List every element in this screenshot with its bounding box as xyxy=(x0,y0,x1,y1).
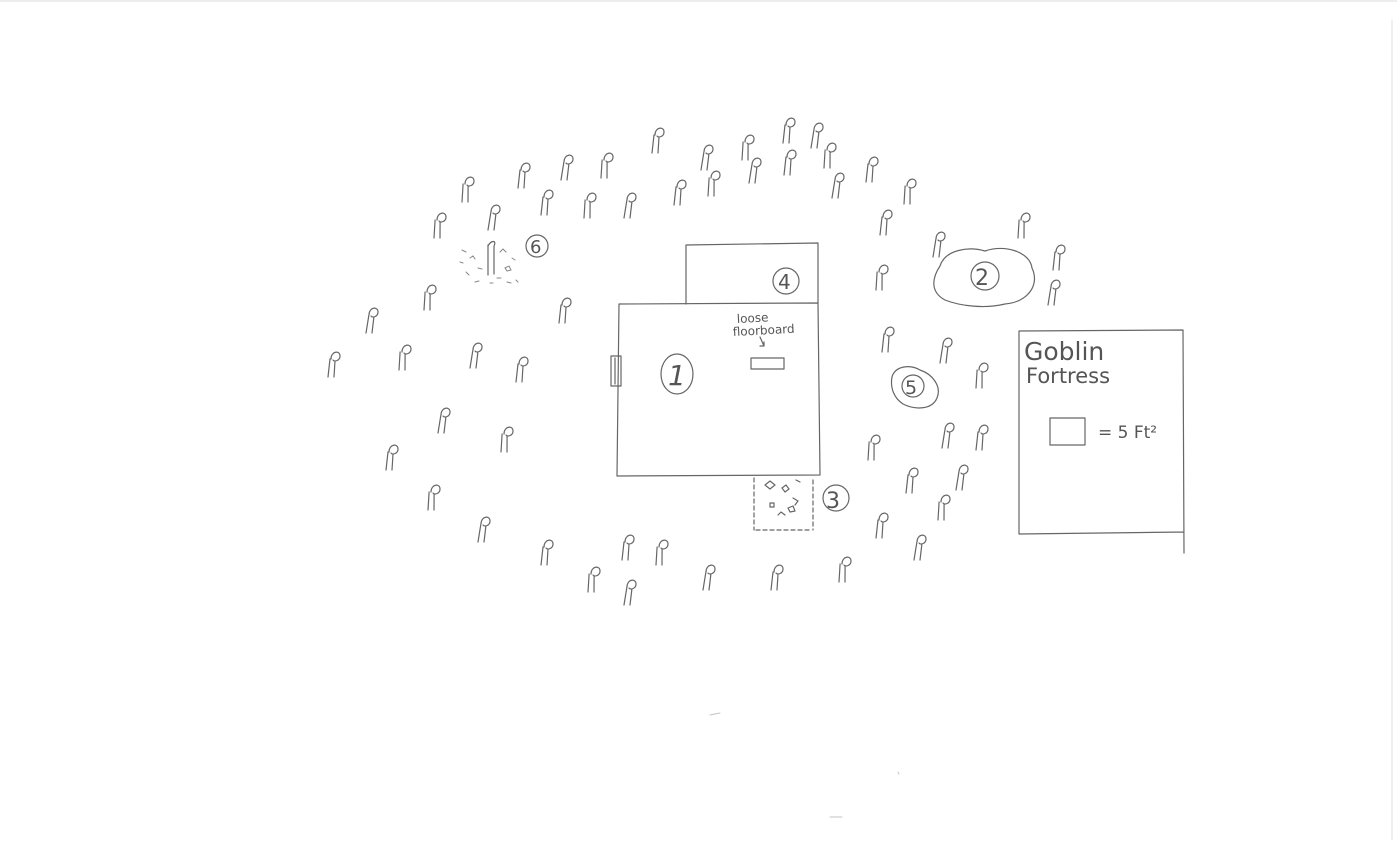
tree-icon xyxy=(433,212,447,239)
tree-icon xyxy=(783,149,797,176)
door-icon xyxy=(610,355,622,387)
tree-icon xyxy=(875,264,889,291)
tree-icon xyxy=(702,564,716,591)
tree-icon xyxy=(1052,244,1066,271)
location-1-number: 1 xyxy=(668,359,686,392)
tree-icon xyxy=(865,156,879,183)
tree-icon xyxy=(673,179,687,206)
location-2-pond: 2 xyxy=(933,247,1035,308)
tree-icon xyxy=(437,407,451,434)
tree-icon xyxy=(517,162,531,189)
tree-icon xyxy=(741,134,755,161)
location-3-rubble: 3 xyxy=(753,477,850,531)
tree-icon xyxy=(875,512,889,539)
tree-icon xyxy=(477,516,491,543)
tree-icon xyxy=(905,467,919,494)
tree-icon xyxy=(600,152,614,179)
location-4-annex: 4 xyxy=(685,242,819,305)
scale-label: = 5 Ft² xyxy=(1098,423,1157,443)
tree-icon xyxy=(770,564,784,591)
map-legend: Goblin Fortress = 5 Ft² xyxy=(1018,329,1185,554)
tree-icon xyxy=(469,342,483,369)
tree-icon xyxy=(707,170,721,197)
tree-icon xyxy=(515,356,529,383)
tree-icon xyxy=(903,178,917,205)
location-5-rock: 5 xyxy=(890,366,939,409)
tree-icon xyxy=(587,566,601,593)
tree-icon xyxy=(932,231,946,258)
tree-icon xyxy=(700,144,714,171)
tree-icon xyxy=(560,154,574,181)
tree-icon xyxy=(427,484,441,511)
location-2-number: 2 xyxy=(975,266,989,291)
tree-icon xyxy=(1047,279,1061,306)
tree-icon xyxy=(975,424,989,451)
tree-icon xyxy=(881,326,895,353)
tree-icon xyxy=(558,297,572,324)
tree-icon xyxy=(583,192,597,219)
note-loose-line2: floorboard xyxy=(732,322,794,339)
tree-icon xyxy=(500,426,514,453)
tree-icon xyxy=(327,351,341,378)
tree-icon xyxy=(937,494,951,521)
tree-icon xyxy=(487,204,501,231)
tree-icon xyxy=(831,172,845,199)
tree-icon xyxy=(365,307,379,334)
tree-icon xyxy=(655,539,669,566)
tree-icon xyxy=(540,539,554,566)
location-5-number: 5 xyxy=(905,377,917,399)
location-3-number: 3 xyxy=(826,489,840,514)
tree-icon xyxy=(782,117,796,144)
tree-icon xyxy=(939,337,953,364)
tree-icon xyxy=(623,192,637,219)
forest-trees xyxy=(327,117,1066,606)
note-loose-line1: loose xyxy=(736,310,768,326)
tree-icon xyxy=(623,579,637,606)
tree-icon xyxy=(941,422,955,449)
location-1-building: loose floorboard 1 xyxy=(610,302,821,477)
location-6-number: 6 xyxy=(530,237,541,258)
scale-square-icon xyxy=(1049,417,1086,446)
tree-icon xyxy=(955,464,969,491)
tree-icon xyxy=(423,284,437,311)
tree-icon xyxy=(823,142,837,169)
tree-icon xyxy=(748,157,762,184)
tree-icon xyxy=(621,534,635,561)
location-6-debris: 6 xyxy=(459,234,549,284)
tree-icon xyxy=(913,534,927,561)
tree-icon xyxy=(1017,212,1031,239)
tree-icon xyxy=(461,176,475,203)
tree-icon xyxy=(838,556,852,583)
tree-icon xyxy=(540,189,554,216)
tree-icon xyxy=(879,209,893,236)
map-title-line1: Goblin xyxy=(1024,337,1104,366)
tree-icon xyxy=(385,444,399,471)
location-4-number: 4 xyxy=(778,270,791,294)
tree-icon xyxy=(398,344,412,371)
loose-floorboard-icon xyxy=(750,357,785,370)
tree-icon xyxy=(810,122,824,149)
tree-icon xyxy=(651,127,665,154)
tree-icon xyxy=(867,434,881,461)
tree-icon xyxy=(975,362,989,389)
map-title-line2: Fortress xyxy=(1026,364,1110,388)
